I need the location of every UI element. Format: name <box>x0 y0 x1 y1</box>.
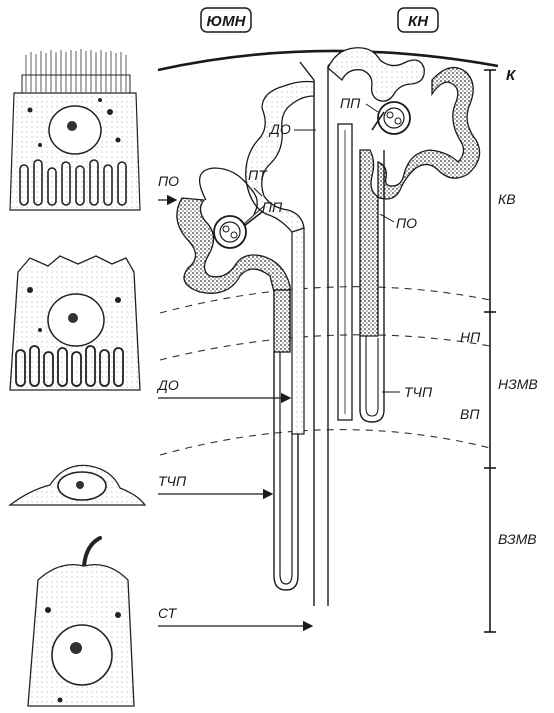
zone-label-vp: ВП <box>460 406 480 422</box>
cortical-nephron <box>327 47 481 423</box>
header-box-left-label: ЮМН <box>207 13 247 30</box>
header-box-right-label: КН <box>408 13 429 30</box>
zone-label-vzmv: ВЗМВ <box>498 531 537 547</box>
zone-label-kv: КВ <box>498 191 516 207</box>
juxtamedullary-nephron <box>176 80 315 591</box>
proximal-tubule-cell-illustration <box>9 49 141 211</box>
outer-inner-medulla-boundary <box>159 429 491 456</box>
outer-inner-stripe-boundary <box>159 334 491 361</box>
collecting-duct <box>299 49 343 606</box>
label-st: СТ <box>158 605 178 621</box>
label-do-top: ДО <box>268 121 291 137</box>
label-po-right: ПО <box>396 215 417 231</box>
zone-label-k: К <box>506 67 517 84</box>
zone-label-nzmv: НЗМВ <box>498 376 538 392</box>
distal-tubule-cell-illustration <box>9 255 141 391</box>
header-box-right <box>397 7 439 33</box>
label-tchp-left: ТЧП <box>158 473 187 489</box>
label-pp-right: ПП <box>340 95 361 111</box>
kidney-capsule-line <box>157 49 499 72</box>
header-box-left <box>200 7 252 33</box>
label-tchp-right: ТЧП <box>404 384 433 400</box>
label-po-left: ПО <box>158 173 179 189</box>
thin-segment-cell-illustration <box>8 464 147 506</box>
zone-bracket <box>484 69 496 633</box>
zone-label-np: НП <box>460 329 481 345</box>
juxtamedullary-glomerulus <box>213 215 247 249</box>
label-pt: ПТ <box>248 167 268 183</box>
collecting-duct-cell-illustration <box>27 536 135 707</box>
label-do-left: ДО <box>156 377 179 393</box>
label-pp-left: ПП <box>262 199 283 215</box>
cortical-glomerulus <box>377 101 411 135</box>
